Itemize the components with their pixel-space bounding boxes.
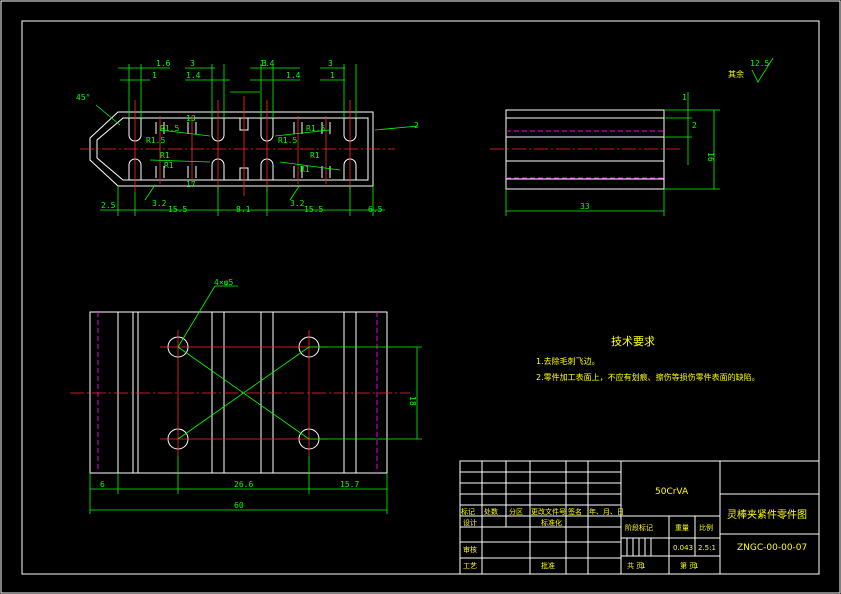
dim-top-9: 1.4: [260, 59, 275, 68]
side-small-2: 17: [186, 180, 196, 189]
material: 50CrVA: [655, 487, 689, 497]
sheets-num: 第 页: [680, 561, 696, 570]
dim-bottom-5: 3.2: [290, 199, 305, 208]
bottom-total-width: 60: [234, 501, 244, 510]
dim-top-8: 1: [330, 71, 335, 80]
angle-label: 45°: [76, 93, 90, 102]
r-label-2: R1.5: [146, 136, 165, 145]
top-view-dims: [95, 64, 419, 216]
r2-label-1: R1: [160, 151, 170, 160]
row-check: 审核: [463, 545, 477, 554]
hdr-5: 签名: [568, 507, 582, 516]
tech-item-2: 2.零件加工表面上，不应有划痕、擦伤等损伤零件表面的缺陷。: [536, 372, 760, 382]
hdr-3: 分区: [509, 507, 523, 516]
hdr-4: 更改文件号: [531, 507, 566, 516]
sheet-count: 1: [641, 562, 645, 570]
row-design: 设计: [463, 518, 477, 527]
row-standard: 标准化: [541, 518, 562, 527]
tech-requirements: 技术要求 1.去除毛刺飞边。 2.零件加工表面上，不应有划痕、擦伤等损伤零件表面…: [536, 335, 760, 382]
bottom-dim-2: 26.6: [234, 480, 253, 489]
tech-title: 技术要求: [611, 335, 655, 348]
dim-top-3: 1.4: [186, 71, 201, 80]
r-label-1: R1.5: [160, 124, 179, 133]
dim-bottom-6: 15.5: [304, 205, 323, 214]
row-approve: 批准: [541, 561, 555, 570]
dim-bottom-3: 15.5: [168, 205, 187, 214]
sheets-total: 共 页: [627, 561, 643, 570]
title-block: 标记 处数 分区 更改文件号 签名 年、月、日 设计 标准化 审核 工艺 批准 …: [459, 460, 820, 575]
side-height: 16: [706, 152, 715, 162]
roughness-symbol: 其余 12.5: [728, 57, 774, 83]
top-view-inner-outline: [96, 117, 369, 181]
holes-label: 4×φ5: [214, 278, 233, 287]
r-label-3: R1.5: [306, 124, 325, 133]
dim-top-2: 3: [190, 59, 195, 68]
dim-top-7: 1: [152, 71, 157, 80]
bottom-view: 4×φ5 18 6 26.6 15.7 60: [70, 278, 422, 514]
r-label-4: R1.5: [278, 136, 297, 145]
weight-label: 重量: [675, 524, 689, 532]
scale-label: 比例: [699, 523, 713, 532]
row-process: 工艺: [463, 562, 477, 570]
bottom-view-outline: [89, 311, 388, 474]
bottom-dim-1: 6: [100, 480, 105, 489]
scale-value: 2.5:1: [698, 544, 716, 552]
bottom-height: 18: [408, 396, 417, 406]
stage-label: 阶段标记: [625, 523, 653, 532]
side-view-outline: [505, 109, 665, 190]
inner-frame: [21, 20, 820, 575]
tech-item-1: 1.去除毛刺飞边。: [536, 356, 600, 366]
r2-label-4: R1: [300, 165, 310, 174]
sheet-index: 1: [694, 562, 698, 570]
dim-bottom-7: 6.5: [368, 205, 383, 214]
side-dim-1: 1: [682, 93, 687, 102]
side-small-1: 13: [186, 114, 196, 123]
right-mark: 2: [414, 121, 419, 130]
dim-top-1: 1.6: [156, 59, 171, 68]
dim-bottom-1: 2.5: [101, 201, 116, 210]
hdr-1: 标记: [461, 507, 475, 516]
dim-top-6: 3: [328, 59, 333, 68]
weight-value: 0.043: [673, 544, 693, 552]
roughness-value: 12.5: [750, 59, 769, 68]
dim-bottom-2: 3.2: [152, 199, 167, 208]
drawing-number: ZNGC-00-00-07: [737, 543, 807, 553]
r2-label-2: R1: [164, 161, 174, 170]
side-dim-2: 2: [692, 121, 697, 130]
side-width: 33: [580, 202, 590, 211]
roughness-label: 其余: [728, 69, 744, 79]
bottom-dim-3: 15.7: [340, 480, 359, 489]
top-view: 1.6 3 1.4 3 1.4 3 1 1 1.4 45° R1.5 R1.5 …: [76, 59, 419, 216]
dim-top-5: 1.4: [286, 71, 301, 80]
part-name: 灵棒夹紧件零件图: [727, 508, 807, 521]
hdr-6: 年、月、日: [589, 507, 624, 516]
hdr-2: 处数: [484, 507, 498, 516]
dim-bottom-4: 8.1: [236, 205, 251, 214]
side-view: 33 16 1 2: [490, 92, 720, 216]
r2-label-3: R1: [310, 151, 320, 160]
dim-top-4: 3: [262, 59, 267, 68]
